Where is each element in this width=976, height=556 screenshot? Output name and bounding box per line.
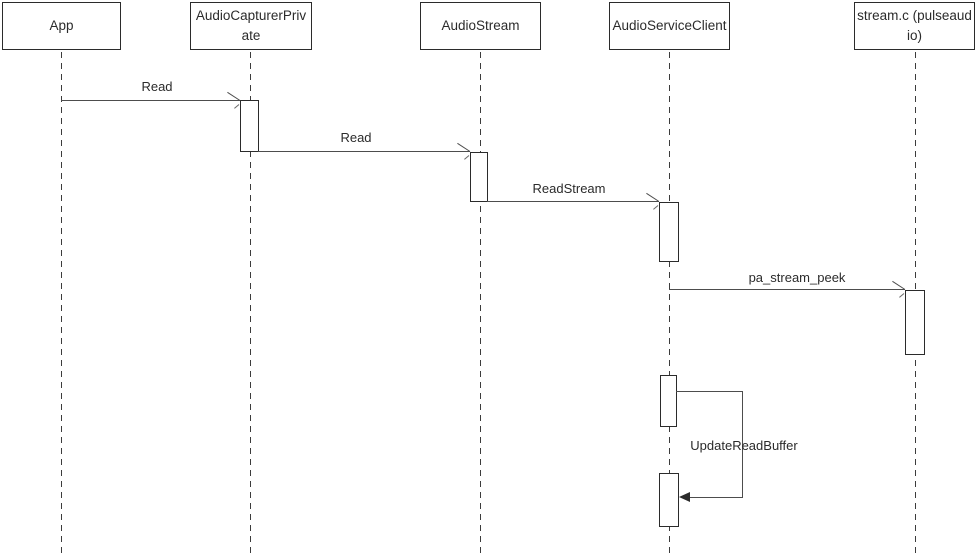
participant-label: AudioServiceClient <box>612 18 727 34</box>
participant-label: stream.c (pulseaudio) <box>857 8 972 43</box>
activation-bar-audio-service-client-2 <box>660 375 677 427</box>
activation-bar-stream-c <box>905 290 925 355</box>
participant-label: App <box>49 18 74 34</box>
lifeline-audio-service-client <box>669 52 670 556</box>
participant-box-app: App <box>2 2 121 50</box>
activation-bar-audio-service-client-1 <box>659 202 679 262</box>
self-message-bottom-segment <box>689 497 743 498</box>
message-line-readstream <box>487 201 659 202</box>
message-label-read-2: Read <box>340 130 372 145</box>
self-message-vertical-segment <box>742 391 743 498</box>
self-message-top-segment <box>676 391 743 392</box>
open-arrowhead-tick-icon <box>464 155 470 160</box>
participant-label: AudioStream <box>441 18 520 34</box>
filled-arrowhead-icon <box>679 492 690 502</box>
message-line-read-2 <box>258 151 470 152</box>
message-label-readstream: ReadStream <box>532 181 606 196</box>
message-line-pa-stream-peek <box>669 289 905 290</box>
message-label-update-read-buffer: UpdateReadBuffer <box>690 438 798 453</box>
participant-box-audio-capturer-private: AudioCapturerPrivate <box>190 2 312 50</box>
lifeline-audio-stream <box>480 52 481 556</box>
message-label-read-1: Read <box>141 79 173 94</box>
participant-box-audio-stream: AudioStream <box>420 2 541 50</box>
lifeline-app <box>61 52 62 556</box>
activation-bar-audio-stream <box>470 152 488 202</box>
lifeline-audio-capturer-private <box>250 52 251 556</box>
message-line-read-1 <box>61 100 240 101</box>
participant-label: AudioCapturerPrivate <box>195 8 307 43</box>
participant-box-audio-service-client: AudioServiceClient <box>609 2 730 50</box>
open-arrowhead-tick-icon <box>653 205 659 210</box>
message-label-pa-stream-peek: pa_stream_peek <box>748 270 846 285</box>
participant-box-stream-c: stream.c (pulseaudio) <box>854 2 975 50</box>
open-arrowhead-tick-icon <box>234 104 240 109</box>
activation-bar-audio-capturer-private <box>240 100 259 152</box>
activation-bar-audio-service-client-3 <box>659 473 679 527</box>
open-arrowhead-tick-icon <box>899 293 905 298</box>
